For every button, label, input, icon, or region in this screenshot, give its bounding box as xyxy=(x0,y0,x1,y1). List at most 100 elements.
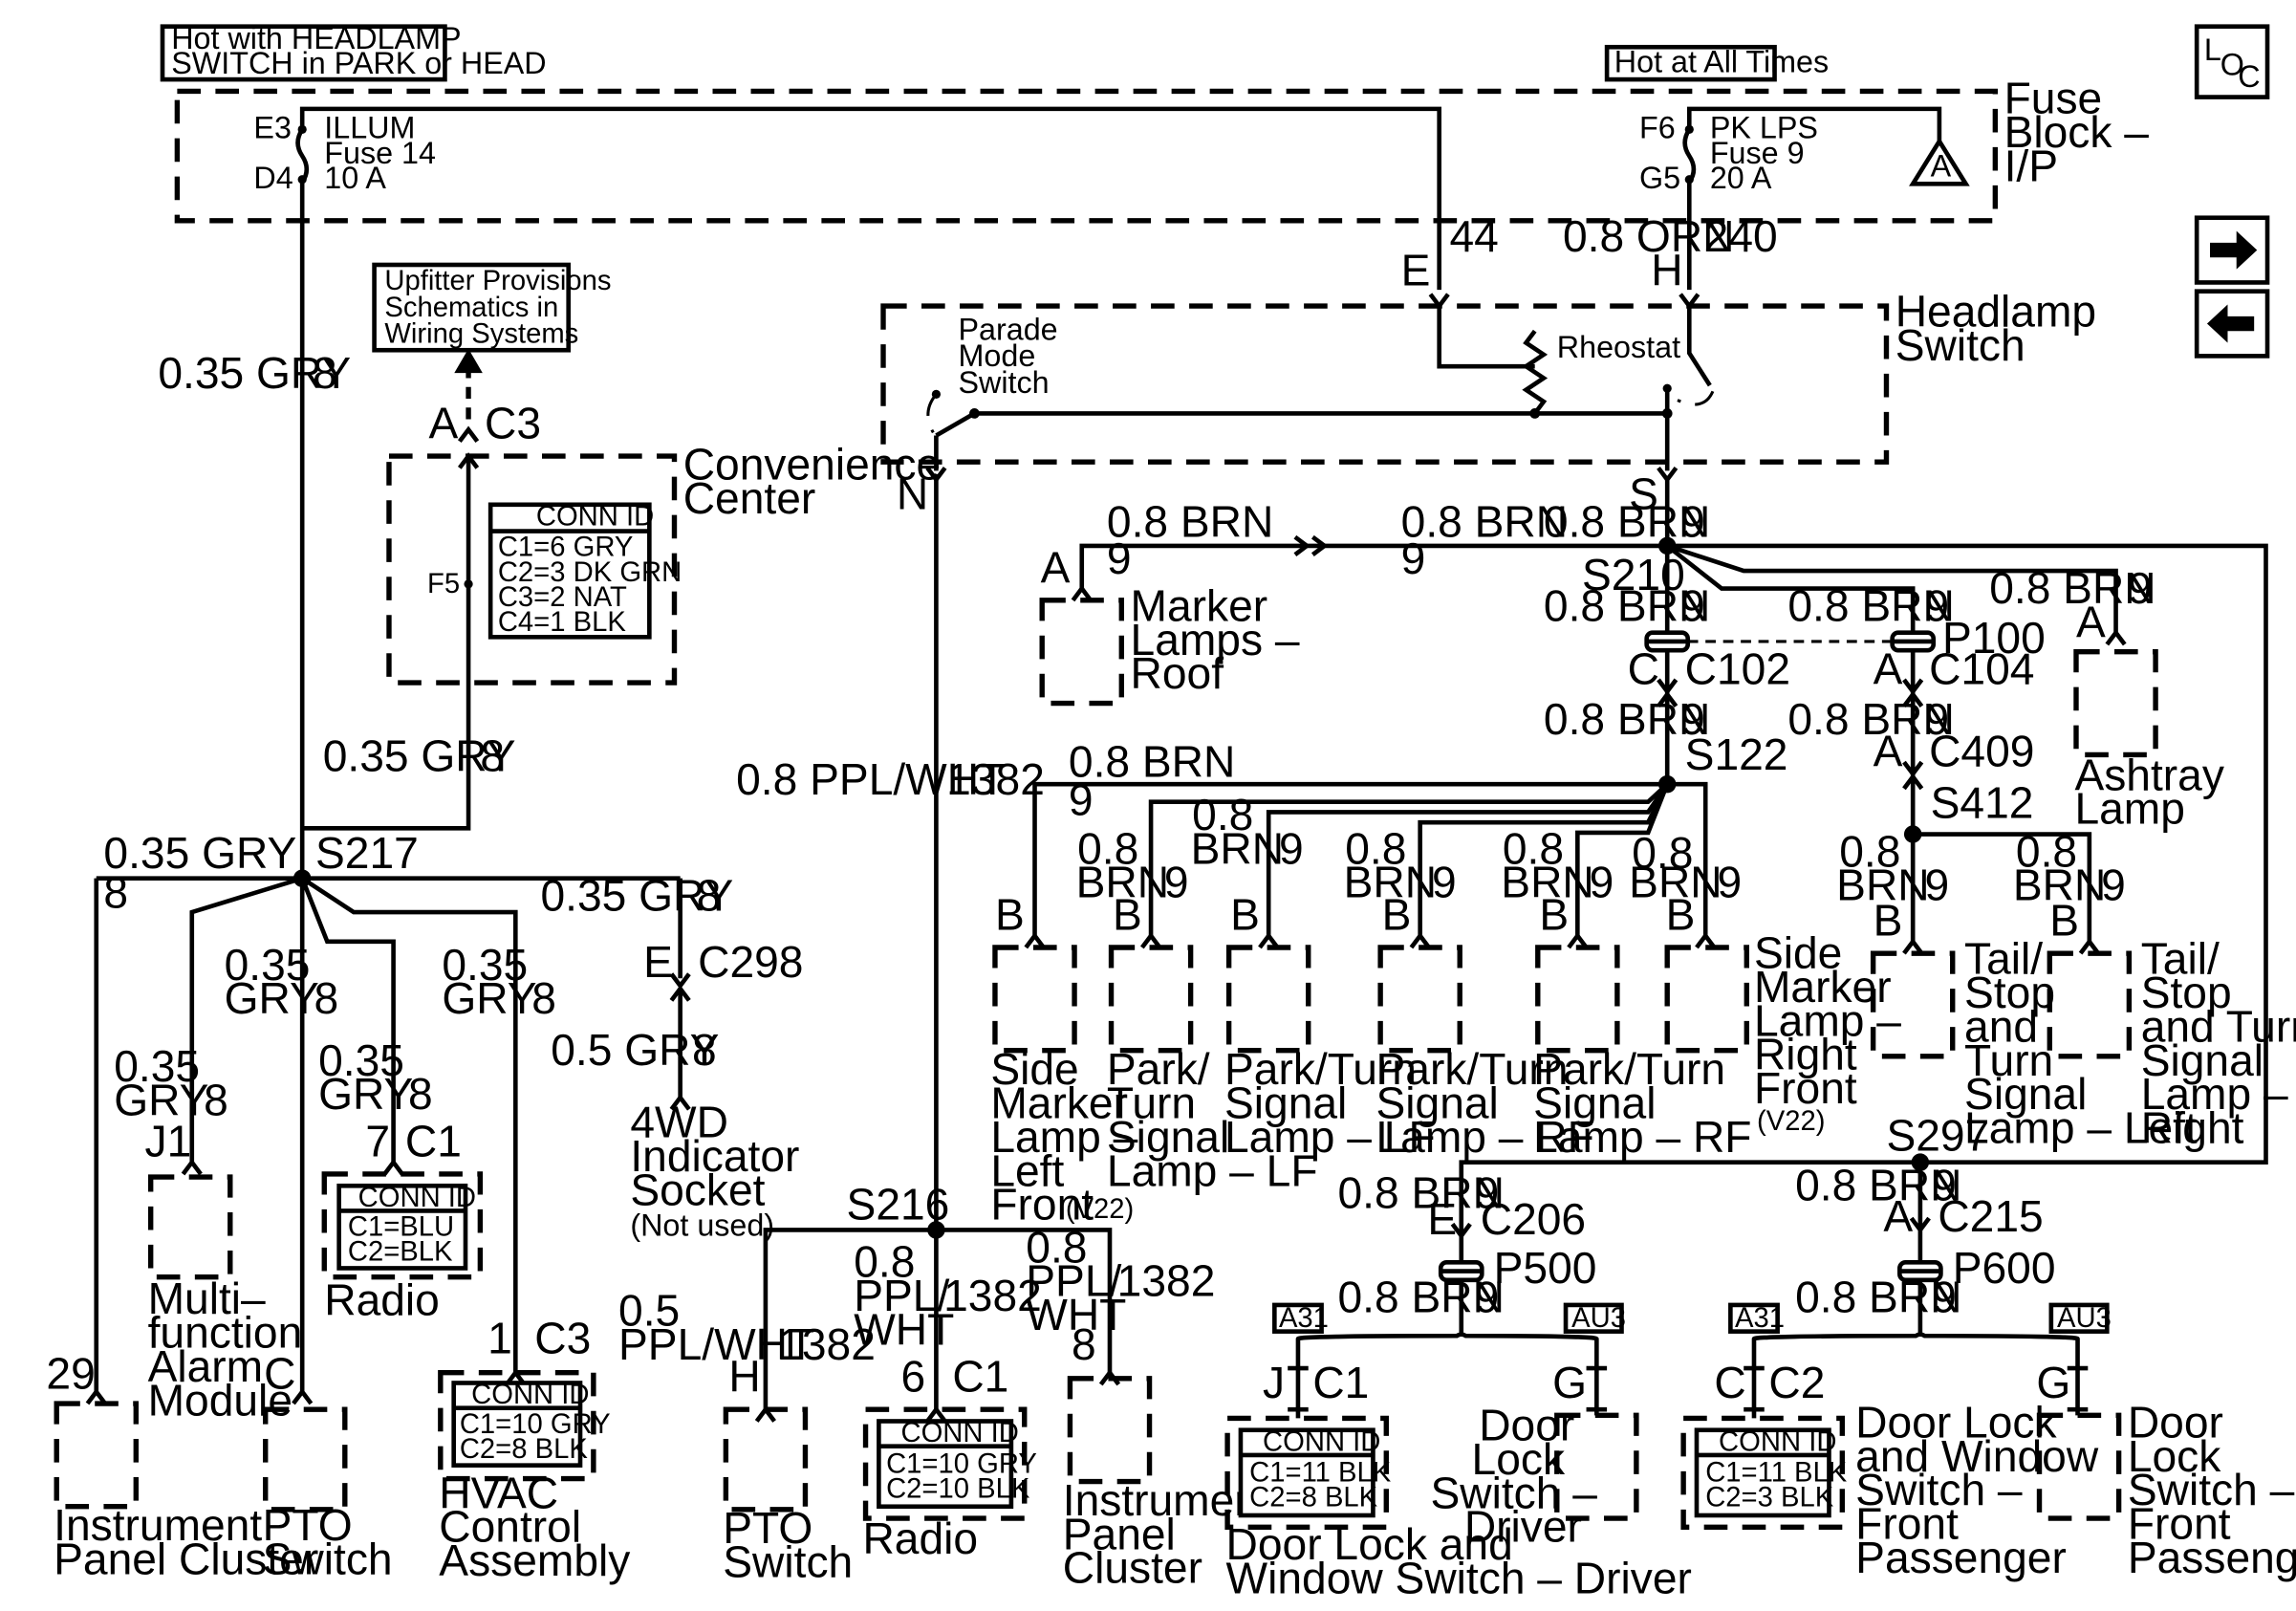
park-turn-signal-rf-outline xyxy=(1377,945,1462,1054)
option-au3-pass xyxy=(2048,1302,2110,1334)
c409-feed-brn: 0.8 BRN xyxy=(1787,694,1954,744)
radio2-circuit: 1382 xyxy=(943,1271,1042,1320)
ipc2-ppl-num: 0.8 xyxy=(1026,1222,1087,1272)
mfam-pin-j1: J1 xyxy=(145,1117,192,1166)
roof-line2: Lamps – xyxy=(1131,615,1300,664)
hot-headlamp-line1: Hot with HEADLAMP xyxy=(171,21,461,55)
fuse-block-label-2: Block – xyxy=(2004,107,2150,157)
ipc-left-line2: Panel Cluster xyxy=(54,1535,318,1584)
radio-middle-conn-id xyxy=(877,1419,1014,1510)
inline-connector-icon xyxy=(1293,534,1329,556)
hvac-conn-row2: C2=8 BLK xyxy=(460,1434,589,1465)
dld-line3: Switch – xyxy=(1430,1468,1597,1517)
loc-icon[interactable]: L O C xyxy=(2194,24,2270,99)
pts-rf-circuit: 9 xyxy=(1432,858,1457,907)
bus-triangle-label: A xyxy=(1931,149,1952,184)
dld-line2: Lock xyxy=(1472,1434,1566,1484)
tail-right-circuit: 9 xyxy=(2101,860,2126,910)
ipc2-ppl-word: PPL/ xyxy=(1026,1256,1121,1306)
pin-n-label: N xyxy=(897,468,928,518)
splice-s216: S216 xyxy=(847,1180,950,1230)
ipc2-circuit: 1382 xyxy=(1117,1256,1216,1306)
c104-pin-a: A xyxy=(1874,644,1903,694)
branch2-num: 0.35 xyxy=(442,940,528,990)
ipc-left-pin-29: 29 xyxy=(46,1349,95,1399)
ipc-middle-line1: Instrument xyxy=(1063,1475,1271,1525)
pklps-bottom-pin: G5 xyxy=(1639,161,1680,195)
dp-line5: Passenger xyxy=(1855,1533,2067,1582)
hvac-conn-id xyxy=(451,1381,583,1468)
dlp-line1: Door xyxy=(2128,1397,2223,1447)
radio2-pin-6: 6 xyxy=(900,1352,925,1402)
c215-circuit: 9 xyxy=(1932,1161,1957,1210)
roof-pin-a: A xyxy=(1041,542,1071,592)
parade-label-1: Parade xyxy=(958,312,1057,346)
conv-conn-id-row2: C2=3 DK GRN xyxy=(498,557,682,588)
pto2-circuit: 1382 xyxy=(777,1319,876,1369)
branch1-gry: GRY xyxy=(225,973,319,1023)
radio-middle-label: Radio xyxy=(862,1513,978,1563)
option-au3-driver xyxy=(1563,1302,1624,1334)
arrow-right-icon[interactable] xyxy=(2194,215,2270,285)
door-driver-conn-row2: C2=8 BLK xyxy=(1249,1483,1378,1513)
tr-line2: Stop xyxy=(2141,968,2232,1017)
radio-middle-conn-row1: C1=10 GRY xyxy=(886,1448,1037,1479)
door-pass-conn-id xyxy=(1694,1427,1831,1518)
c298-gry: 0.35 GRY xyxy=(540,871,733,921)
c102-feed-brn: 0.8 BRN xyxy=(1544,580,1710,630)
roof-circuit: 9 xyxy=(1107,533,1132,583)
option-a31-pass-label: A31 xyxy=(1735,1303,1785,1334)
pass-circuit: 9 xyxy=(1932,1273,1957,1322)
c206-brn: 0.8 BRN xyxy=(1338,1167,1505,1217)
s217-left-gry: 0.35 GRY xyxy=(103,828,296,878)
side-right-pin-b: B xyxy=(1666,890,1696,940)
c215-pin-a: A xyxy=(1883,1191,1913,1241)
hot-all-times-box xyxy=(1604,44,1777,82)
side-left-circuit: 9 xyxy=(1069,775,1094,825)
ptslf-line3: Lamp – LF xyxy=(1224,1112,1436,1162)
pklps-fuse-icon xyxy=(1682,128,1697,185)
conv-feed-gry: 0.35 GRY xyxy=(323,730,516,780)
hvac-conn-title: CONN ID xyxy=(471,1380,589,1410)
arrow-left-icon[interactable] xyxy=(2194,289,2270,359)
upfitter-line3: Wiring Systems xyxy=(384,319,578,350)
ptslf-line1: Park/Turn xyxy=(1224,1044,1417,1094)
hot-headlamp-line2: SWITCH in PARK or HEAD xyxy=(171,46,546,80)
pklps-top-pin: F6 xyxy=(1639,111,1676,145)
pts-rf2-brn: BRN xyxy=(1501,858,1593,907)
conv-conn-id-row3: C3=2 NAT xyxy=(498,582,627,613)
door-pass-conn-row1: C1=11 BLK xyxy=(1705,1458,1848,1489)
ptsrf-line3: Lamp – RF xyxy=(1376,1112,1594,1162)
splice-s217: S217 xyxy=(315,828,419,878)
driver-circuit: 9 xyxy=(1475,1273,1500,1322)
park-turn-lf-outline xyxy=(1108,945,1194,1054)
c102-feed-circuit: 9 xyxy=(1680,580,1705,630)
c206-pin-e: E xyxy=(1427,1194,1457,1244)
s122-feed-circuit: 9 xyxy=(1680,694,1705,744)
tl-line1: Tail/ xyxy=(1964,934,2043,984)
pass-lock-pin-g: G xyxy=(2036,1358,2070,1407)
radio-middle-outline xyxy=(862,1406,1028,1521)
sml-line4: Left xyxy=(990,1145,1064,1195)
sml-line2: Marker xyxy=(990,1078,1128,1127)
mfam-line1: Multi– xyxy=(148,1274,266,1323)
parade-label-2: Mode xyxy=(958,338,1035,373)
illum-top-pin: E3 xyxy=(253,111,292,145)
hot-headlamp-box xyxy=(160,24,447,82)
rheostat-icon xyxy=(1522,329,1549,415)
pin-s-label: S xyxy=(1629,468,1658,518)
roof-brn-label: 0.8 BRN xyxy=(1107,497,1273,547)
illum-fuse-icon xyxy=(295,128,310,185)
branch1-circuit: 8 xyxy=(314,973,338,1023)
side-marker-right-outline xyxy=(1664,945,1749,1054)
tl-line4: Turn xyxy=(1964,1035,2053,1085)
pts-rf2-num: 0.8 xyxy=(1503,823,1564,873)
fwd-socket-line3: Socket xyxy=(630,1165,765,1214)
tail-right-pin-b: B xyxy=(2049,896,2079,946)
c409-pin-a: A xyxy=(1874,727,1903,776)
park-turn-signal-lf-outline xyxy=(1225,945,1311,1054)
door-pass-conn-row2: C2=3 BLK xyxy=(1705,1483,1834,1513)
headlamp-switch-label-1: Headlamp xyxy=(1895,287,2096,337)
ipc-middle-line3: Cluster xyxy=(1063,1543,1202,1593)
svg-text:L: L xyxy=(2204,33,2221,67)
